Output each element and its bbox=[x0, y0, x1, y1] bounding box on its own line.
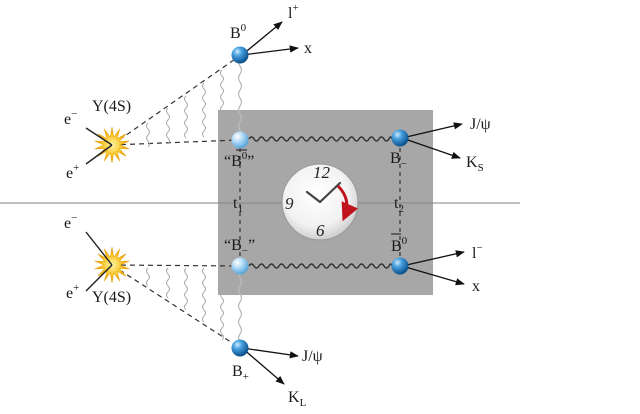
t1-label: t1 bbox=[233, 195, 243, 215]
bplus-ball bbox=[231, 339, 249, 357]
arrow-to-jpsi-bottom bbox=[241, 347, 299, 359]
clock-number-6: 6 bbox=[316, 221, 325, 240]
b0-meson-ball bbox=[231, 46, 249, 64]
wave-top-horizontal bbox=[248, 136, 393, 142]
tag-bbar0-label: “B0” bbox=[224, 150, 254, 170]
ks-label: KS bbox=[466, 154, 484, 174]
lminus-label: l− bbox=[472, 242, 483, 262]
t2-label: t2 bbox=[394, 195, 404, 215]
bminus-ball bbox=[391, 129, 409, 147]
bottom-e-minus-track bbox=[85, 231, 113, 266]
tag-bminus-label: “B−” bbox=[224, 237, 255, 257]
lplus-label: l+ bbox=[288, 2, 299, 22]
vertical-wave-bottom bbox=[237, 269, 243, 351]
bottom-upsilon-label: Υ(4S) bbox=[92, 289, 131, 306]
clock-icon: 12 9 6 bbox=[281, 163, 359, 241]
arrow-to-lplus bbox=[241, 21, 283, 56]
x-bottom-label: x bbox=[472, 278, 480, 295]
arrow-to-lminus bbox=[401, 250, 465, 267]
jpsi-top-label: J/ψ bbox=[470, 116, 491, 133]
clock-number-12: 12 bbox=[313, 163, 331, 182]
top-e-minus-label: e− bbox=[64, 108, 77, 128]
tag-bminus-ball bbox=[231, 257, 249, 275]
b0-label: B0 bbox=[230, 22, 247, 42]
bottom-e-plus-track bbox=[85, 264, 113, 292]
top-e-plus-track bbox=[85, 144, 113, 165]
arrow-to-jpsi-top bbox=[401, 122, 463, 139]
top-cone bbox=[111, 56, 239, 148]
kl-label: KL bbox=[288, 389, 307, 409]
x-top-label: x bbox=[304, 40, 312, 57]
bbar0-ball bbox=[391, 257, 409, 275]
tag-bbar0-ball bbox=[231, 131, 249, 149]
arrow-to-x-bottom bbox=[401, 265, 465, 286]
bminus-label: B− bbox=[390, 150, 407, 170]
bplus-label: B+ bbox=[232, 363, 249, 383]
wave-bottom-horizontal bbox=[248, 263, 393, 269]
bottom-e-plus-label: e+ bbox=[66, 282, 79, 302]
clock-number-9: 9 bbox=[285, 194, 294, 213]
bbar0-label: B0 bbox=[391, 235, 408, 255]
vertical-wave-top bbox=[237, 57, 243, 139]
arrow-to-ks bbox=[401, 137, 461, 159]
top-e-plus-label: e+ bbox=[66, 162, 79, 182]
arrow-to-kl bbox=[241, 347, 285, 385]
jpsi-bottom-label: J/ψ bbox=[302, 348, 323, 365]
bottom-e-minus-label: e− bbox=[64, 212, 77, 232]
arrow-to-x-top bbox=[241, 45, 299, 56]
bottom-cone bbox=[111, 264, 241, 349]
top-e-minus-track bbox=[85, 127, 113, 146]
top-upsilon-label: Υ(4S) bbox=[92, 98, 131, 115]
